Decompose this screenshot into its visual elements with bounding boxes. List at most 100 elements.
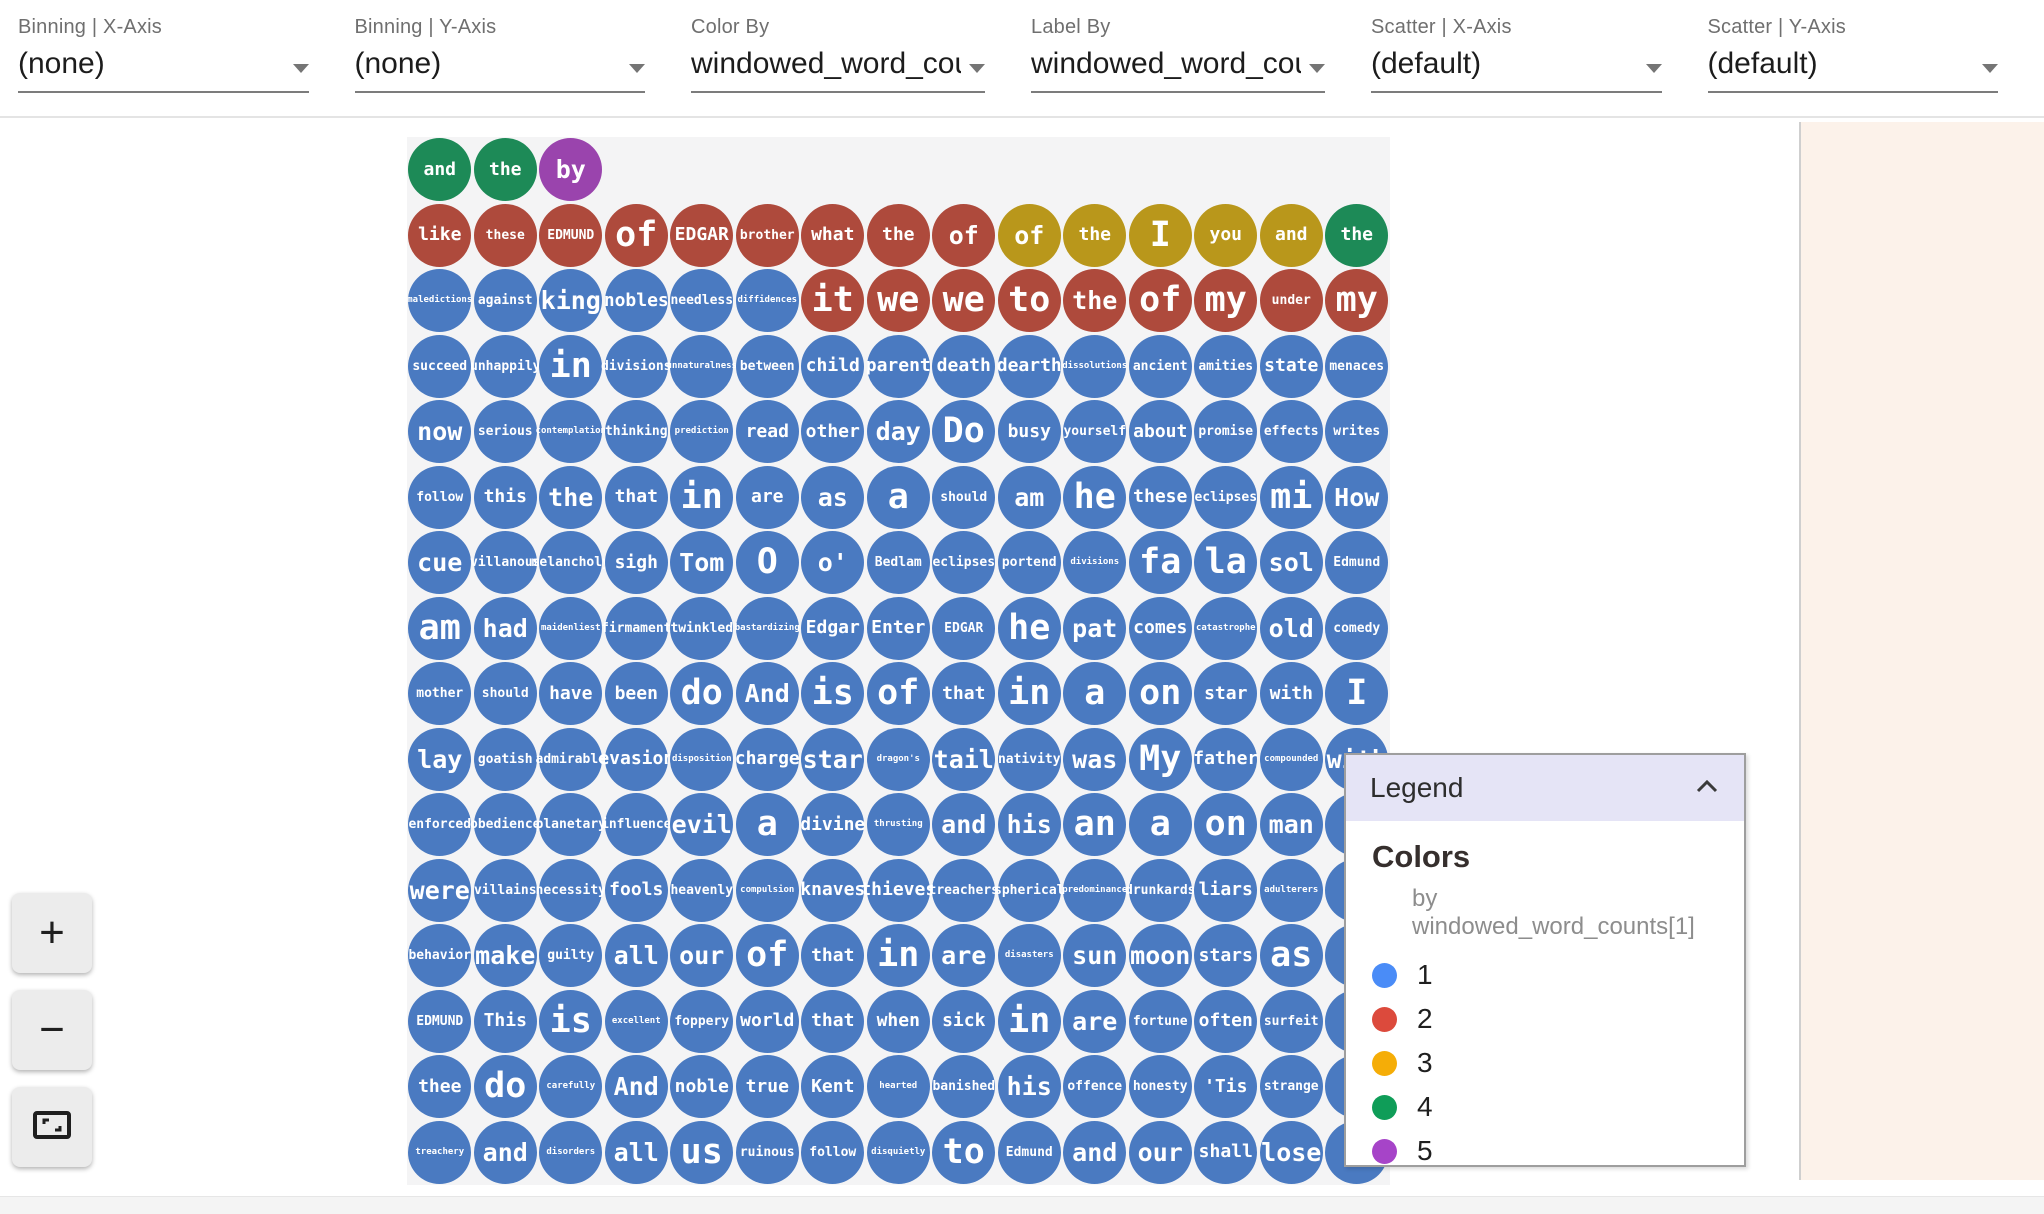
word-bubble[interactable]: the — [1325, 203, 1389, 267]
word-bubble[interactable]: promise — [1194, 400, 1258, 464]
word-bubble[interactable]: is — [539, 989, 603, 1053]
word-bubble[interactable]: honesty — [1128, 1055, 1192, 1119]
word-bubble[interactable]: lose — [1259, 1120, 1323, 1184]
word-bubble[interactable]: these — [473, 203, 537, 267]
word-bubble[interactable]: admirable — [536, 727, 606, 791]
word-bubble[interactable]: man — [1259, 793, 1323, 857]
word-bubble[interactable]: about — [1128, 400, 1192, 464]
dropdown-control[interactable]: (default) — [1707, 45, 1998, 93]
word-bubble[interactable]: nobles — [604, 269, 669, 333]
word-bubble[interactable]: his — [997, 1055, 1061, 1119]
word-bubble[interactable]: evil — [670, 793, 734, 857]
dropdown-arrow-icon[interactable] — [1309, 64, 1325, 73]
word-bubble[interactable]: firmament — [601, 596, 671, 660]
word-bubble[interactable]: liars — [1194, 858, 1258, 922]
word-bubble[interactable]: sigh — [604, 531, 668, 595]
word-bubble[interactable]: behavior — [408, 924, 472, 988]
word-bubble[interactable]: do — [670, 662, 734, 726]
word-bubble[interactable]: shall — [1194, 1120, 1258, 1184]
word-bubble[interactable]: Edgar — [801, 596, 865, 660]
word-bubble[interactable]: fa — [1128, 531, 1192, 595]
word-bubble[interactable]: parent — [866, 334, 931, 398]
word-bubble[interactable]: we — [866, 269, 930, 333]
word-bubble[interactable]: la — [1194, 531, 1258, 595]
word-bubble[interactable]: he — [997, 596, 1061, 660]
word-bubble[interactable]: that — [932, 662, 996, 726]
word-bubble[interactable]: now — [408, 400, 472, 464]
word-bubble[interactable]: you — [1194, 203, 1258, 267]
word-bubble[interactable]: a — [1128, 793, 1192, 857]
word-bubble[interactable]: and — [408, 138, 472, 202]
legend-header[interactable]: Legend — [1346, 755, 1744, 821]
word-bubble[interactable]: of — [932, 203, 996, 267]
dropdown-control[interactable]: windowed_word_counts[1] — [1031, 45, 1325, 93]
word-bubble[interactable]: noble — [670, 1055, 734, 1119]
word-bubble[interactable]: unhappily — [470, 334, 540, 398]
word-bubble[interactable]: it — [801, 269, 865, 333]
word-bubble[interactable]: in — [539, 334, 603, 398]
word-bubble[interactable]: should — [473, 662, 537, 726]
word-bubble[interactable]: adulterers — [1259, 858, 1323, 922]
word-bubble[interactable]: the — [1063, 269, 1127, 333]
word-bubble[interactable]: the — [866, 203, 930, 267]
word-bubble[interactable]: O — [735, 531, 799, 595]
word-bubble[interactable]: under — [1259, 269, 1323, 333]
word-bubble[interactable]: were — [408, 858, 472, 922]
word-bubble[interactable]: portend — [997, 531, 1061, 595]
word-bubble[interactable]: surfeit — [1259, 989, 1323, 1053]
word-bubble[interactable]: o' — [801, 531, 865, 595]
word-bubble[interactable]: treachery — [408, 1120, 472, 1184]
word-bubble[interactable]: knaves — [800, 858, 865, 922]
word-bubble[interactable]: I — [1325, 662, 1389, 726]
dropdown-control[interactable]: (none) — [18, 45, 309, 93]
word-bubble[interactable]: in — [997, 662, 1061, 726]
word-bubble[interactable]: influence — [601, 793, 671, 857]
word-bubble[interactable]: disposition — [670, 727, 734, 791]
word-bubble[interactable]: Bedlam — [866, 531, 930, 595]
word-bubble[interactable]: compounded — [1259, 727, 1323, 791]
word-bubble[interactable]: goatish — [473, 727, 537, 791]
word-bubble[interactable]: busy — [997, 400, 1061, 464]
dropdown-arrow-icon[interactable] — [969, 64, 985, 73]
word-bubble[interactable]: have — [539, 662, 603, 726]
word-bubble[interactable]: Tom — [670, 531, 734, 595]
word-bubble[interactable]: old — [1259, 596, 1323, 660]
word-bubble[interactable]: succeed — [408, 334, 472, 398]
word-bubble[interactable]: diffidences — [735, 269, 799, 333]
word-bubble[interactable]: been — [604, 662, 668, 726]
word-bubble[interactable]: maidenliest — [539, 596, 603, 660]
word-bubble[interactable]: his — [997, 793, 1061, 857]
word-bubble[interactable]: obedience — [470, 793, 540, 857]
word-bubble[interactable]: unnaturalness — [667, 334, 737, 398]
word-bubble[interactable]: we — [932, 269, 996, 333]
word-bubble[interactable]: thrusting — [866, 793, 930, 857]
word-bubble[interactable]: serious — [473, 400, 537, 464]
word-bubble[interactable]: menaces — [1325, 334, 1389, 398]
word-bubble[interactable]: writes — [1325, 400, 1389, 464]
word-bubble[interactable]: compulsion — [735, 858, 799, 922]
word-bubble[interactable]: an — [1063, 793, 1127, 857]
word-bubble[interactable]: a — [866, 465, 930, 529]
word-bubble[interactable]: child — [801, 334, 865, 398]
word-bubble[interactable]: My — [1128, 727, 1192, 791]
word-bubble[interactable]: eclipses — [932, 531, 996, 595]
word-bubble[interactable]: brother — [735, 203, 799, 267]
word-bubble[interactable]: as — [1259, 924, 1323, 988]
word-bubble[interactable]: thinking — [604, 400, 668, 464]
word-bubble[interactable]: melancholy — [532, 531, 610, 595]
word-bubble[interactable]: dragon's — [866, 727, 930, 791]
word-bubble[interactable]: the — [539, 465, 603, 529]
dropdown-binning-y-axis[interactable]: Binning | Y-Axis(none) — [354, 0, 645, 116]
word-bubble[interactable]: follow — [408, 465, 472, 529]
word-bubble[interactable]: was — [1063, 727, 1127, 791]
word-bubble[interactable]: hearted — [866, 1055, 930, 1119]
word-bubble[interactable]: 'Tis — [1194, 1055, 1258, 1119]
dropdown-control[interactable]: windowed_word_counts[1] — [691, 45, 985, 93]
word-bubble[interactable]: that — [604, 465, 668, 529]
word-bubble[interactable]: read — [735, 400, 799, 464]
word-bubble[interactable]: am — [997, 465, 1061, 529]
word-bubble[interactable]: of — [866, 662, 930, 726]
